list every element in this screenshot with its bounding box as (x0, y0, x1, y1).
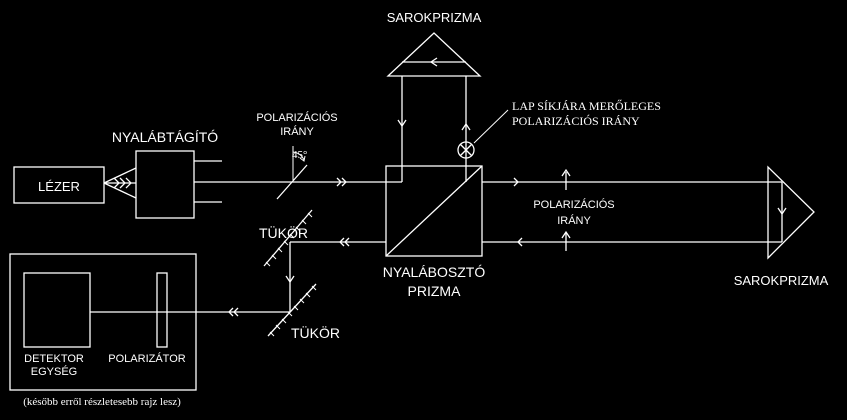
corner-prism-right-label: SAROKPRIZMA (734, 273, 829, 288)
angle-arc (292, 151, 305, 161)
polarizer (156, 272, 168, 348)
mirror-lower (267, 283, 317, 337)
corner-prism-top (386, 32, 482, 77)
mirror-lower-label: TÜKÖR (291, 324, 340, 341)
return-beam-arrows (339, 237, 350, 247)
detector-label-2: EGYSÉG (31, 365, 77, 378)
polarization-direction-label-2a: POLARIZÁCIÓS (533, 198, 614, 211)
arrow-down-mirrors (285, 275, 295, 284)
perpendicular-label-1: LAP SÍKJÁRA MERŐLEGES (512, 99, 661, 113)
beam-expander-box (135, 150, 195, 219)
beam-splitter-label-2: PRIZMA (408, 283, 462, 299)
polarization-direction-label-1a: POLARIZÁCIÓS (256, 111, 337, 124)
angle-label: 45° (292, 149, 307, 161)
corner-prism-top-label: SAROKPRIZMA (387, 10, 482, 25)
laser-label: LÉZER (38, 179, 80, 194)
beam-splitter-label-1: NYALÁBOSZTÓ (383, 264, 486, 280)
polarizer-label: POLARIZÁTOR (108, 352, 185, 365)
beam-splitter-diagonal (385, 165, 483, 257)
arrow-left-lower (517, 237, 523, 247)
arrow-up-right (461, 122, 471, 131)
vertical-polarization-icons (561, 168, 571, 251)
polarization-45-line (276, 164, 308, 200)
polarization-direction-label-1b: IRÁNY (280, 125, 314, 138)
corner-prism-right-arrow (777, 207, 787, 216)
laser-box (13, 166, 105, 204)
callout-line (473, 109, 509, 144)
beam-arrow-forward (336, 177, 347, 187)
corner-prism-right (767, 165, 815, 260)
arrow-right-upper (513, 177, 519, 187)
corner-prism-top-arrow (429, 57, 438, 67)
beam-expander-label: NYALÁBTÁGÍTÓ (112, 129, 218, 145)
beam-expander-input-rays (103, 167, 137, 199)
mirror-upper-label: TÜKÖR (259, 224, 308, 241)
detector-label-1: DETEKTOR (24, 353, 84, 365)
detector-beam-arrows (228, 307, 239, 317)
polarization-direction-label-2b: IRÁNY (557, 214, 591, 227)
angle-arc-arrowhead (299, 155, 306, 162)
perpendicular-label-2: POLARIZÁCIÓS IRÁNY (512, 114, 640, 128)
arrow-down-left (397, 119, 407, 128)
beam-splitter-prism (385, 165, 483, 257)
footnote: (később erről részletesebb rajz lesz) (23, 396, 181, 408)
detector-enclosure (9, 253, 197, 391)
detector-unit (23, 272, 91, 348)
perpendicular-polarization-icon (457, 141, 475, 159)
mirror-upper (263, 209, 313, 267)
beam-expander-output-rays (194, 160, 222, 203)
